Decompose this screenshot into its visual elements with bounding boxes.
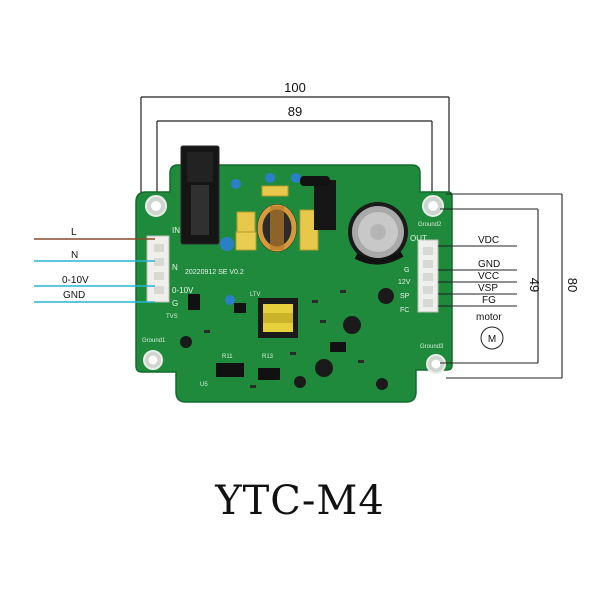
output-wires: VDC GND VCC VSP FG	[438, 235, 517, 307]
silk-r13: R13	[262, 354, 274, 360]
silk-g-out: G	[404, 267, 409, 274]
silk-g: G	[172, 299, 178, 308]
pcb-board: IN OUT N 0-10V G 20220912 SE V0.2 12V SP…	[135, 145, 453, 403]
small-capacitor-1	[378, 288, 394, 304]
silk-fc: FC	[400, 307, 409, 314]
smd-resistor	[320, 320, 326, 323]
relay-component	[180, 145, 220, 245]
x-capacitor-2	[235, 231, 257, 251]
thermistor	[300, 176, 330, 186]
silk-ltv: LTV	[250, 292, 261, 298]
y-capacitor-4	[291, 173, 301, 183]
silk-in: IN	[172, 226, 180, 235]
smd-resistor	[204, 330, 210, 333]
wire-label-n: N	[71, 250, 78, 261]
wire-label-fg: FG	[482, 295, 496, 306]
small-capacitor-4	[376, 378, 388, 390]
height-outer-label: 80	[565, 278, 580, 292]
x-capacitor-4	[261, 185, 289, 197]
choke-inductor	[257, 204, 297, 252]
y-capacitor-3	[231, 179, 241, 189]
small-capacitor-3	[315, 359, 333, 377]
motor-symbol-letter: M	[488, 334, 496, 345]
silk-u5: U5	[200, 382, 208, 388]
wire-label-vsp: VSP	[478, 283, 498, 294]
dimension-height-80: 80	[446, 193, 580, 379]
motor-symbol	[480, 326, 504, 350]
silk-version: 20220912 SE V0.2	[185, 269, 244, 276]
mount-hole-bottom-right	[426, 354, 446, 374]
dimension-width-100: 100	[140, 80, 450, 200]
smd-resistor	[340, 290, 346, 293]
smd-resistor	[312, 300, 318, 303]
mount-hole-top-right	[422, 195, 444, 217]
mount-hole-top-left	[145, 195, 167, 217]
small-capacitor-2	[343, 316, 361, 334]
dimension-width-89: 89	[156, 104, 433, 200]
smd-resistor	[250, 385, 256, 388]
model-title: YTC-M4	[215, 478, 385, 524]
electrolytic-capacitor	[348, 202, 408, 265]
ic-chip-3	[330, 342, 346, 352]
wire-label-gnd: GND	[63, 290, 85, 301]
transformer	[258, 298, 298, 338]
wire-label-vcc: VCC	[478, 271, 499, 282]
ic-chip-1	[216, 363, 244, 377]
y-capacitor-2	[265, 173, 275, 183]
x-capacitor-1	[236, 211, 256, 235]
motor: motor M	[476, 312, 504, 350]
wire-label-010v: 0-10V	[62, 275, 89, 286]
input-wires: L N 0-10V GND	[34, 227, 155, 303]
silk-out: OUT	[410, 234, 427, 243]
height-inner-label: 49	[527, 278, 542, 292]
small-capacitor-6	[294, 376, 306, 388]
silk-ground3: Ground3	[420, 344, 444, 350]
silk-12v: 12V	[398, 279, 411, 286]
input-connector	[146, 235, 170, 303]
bridge-rectifier	[314, 180, 336, 230]
silk-sp: SP	[400, 293, 410, 300]
wire-label-l: L	[71, 227, 77, 238]
wire-label-vdc: VDC	[478, 235, 499, 246]
dimension-height-49: 49	[440, 208, 542, 364]
width-outer-label: 100	[284, 80, 306, 95]
tvs-diode	[188, 294, 200, 310]
mount-hole-bottom-left	[143, 350, 163, 370]
silk-ground2: Ground2	[418, 222, 442, 228]
smd-resistor	[290, 352, 296, 355]
ic-chip-2	[258, 368, 280, 380]
y-capacitor-5	[225, 295, 235, 305]
silk-n: N	[172, 263, 178, 272]
output-connector	[417, 239, 439, 313]
silk-r11: R11	[222, 354, 233, 360]
ic-chip-4	[234, 303, 246, 313]
small-capacitor-5	[180, 336, 192, 348]
y-capacitor-1	[220, 237, 234, 251]
wire-label-gnd-out: GND	[478, 259, 500, 270]
motor-label: motor	[476, 312, 502, 323]
width-inner-label: 89	[288, 104, 302, 119]
silk-tvs: TVS	[166, 314, 178, 320]
silk-010v: 0-10V	[172, 286, 194, 295]
smd-resistor	[358, 360, 364, 363]
silk-ground1: Ground1	[142, 338, 166, 344]
